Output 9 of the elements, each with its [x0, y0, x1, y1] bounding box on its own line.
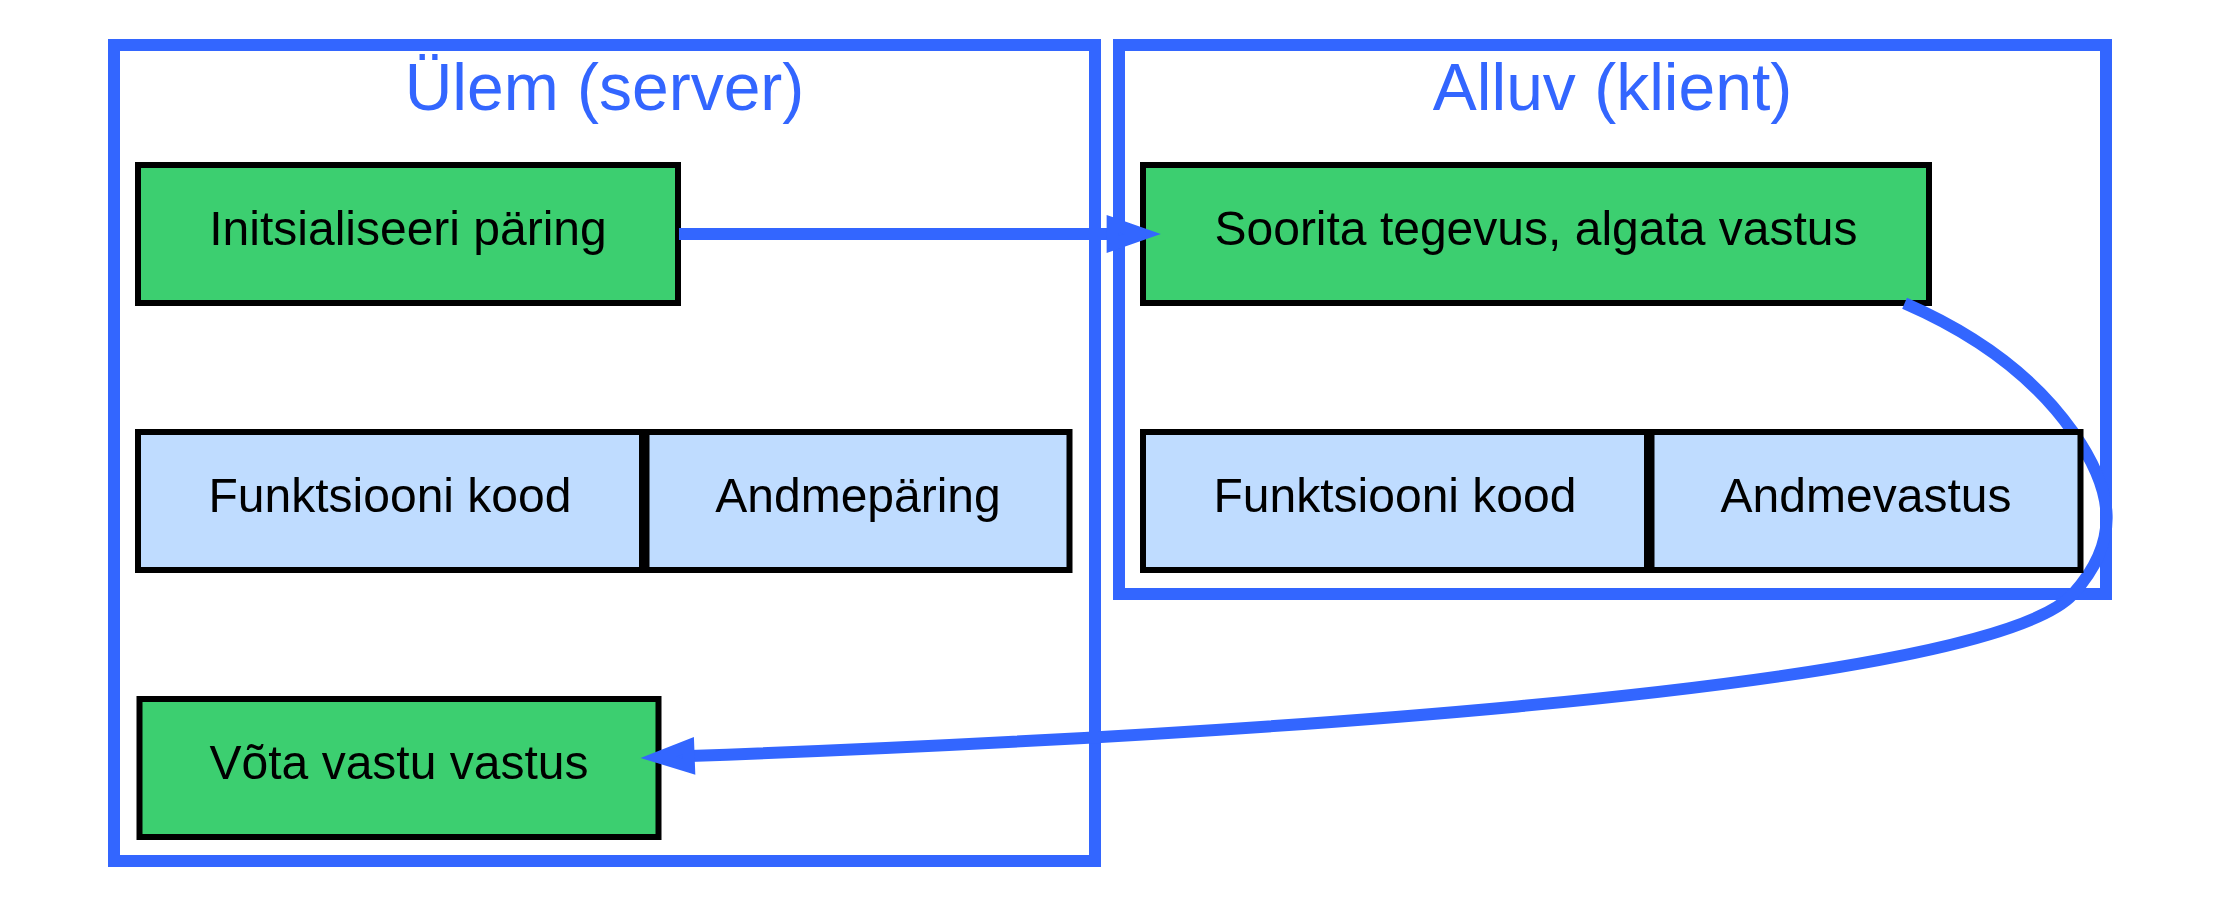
- node-box: Andmepäring: [643, 428, 1073, 573]
- node-box: Võta vastu vastus: [136, 695, 662, 840]
- node-box: Soorita tegevus, algata vastus: [1140, 161, 1932, 306]
- arrow: [640, 297, 2113, 775]
- arrow: [679, 214, 1161, 253]
- node-box: Initsialiseeri päring: [135, 161, 681, 306]
- node-box: Funktsiooni kood: [1140, 428, 1650, 573]
- node-box: Andmevastus: [1648, 428, 2084, 573]
- node-box: Funktsiooni kood: [135, 428, 645, 573]
